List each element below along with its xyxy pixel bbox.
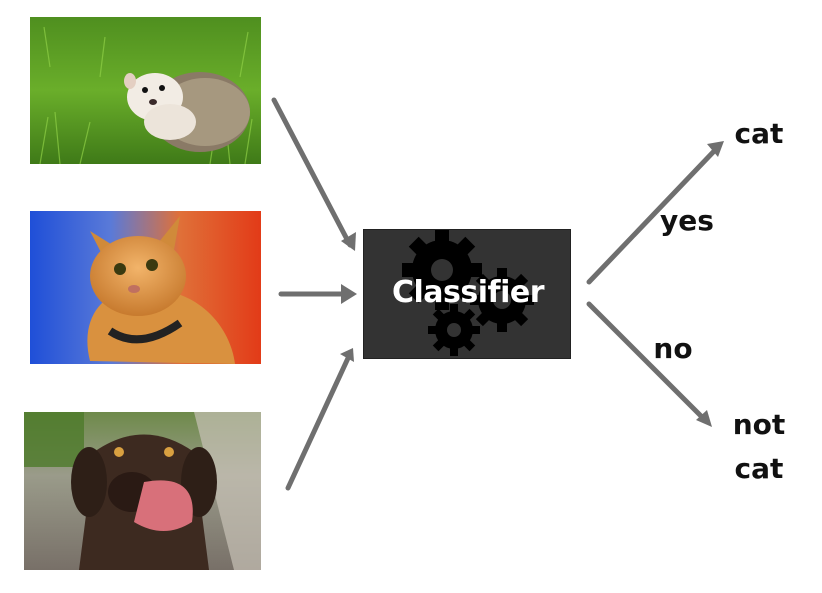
arrow-dog-to-classifier	[285, 353, 352, 491]
output-not-cat-line-1: not	[732, 408, 786, 441]
edge-yes-label: yes	[660, 204, 714, 237]
classifier-box: Classifier	[363, 229, 571, 359]
edge-no-label: no	[653, 332, 693, 365]
output-not-cat-line-2: cat	[734, 452, 784, 485]
gears-icon	[402, 230, 534, 356]
output-cat-label: cat	[734, 117, 784, 150]
arrowhead	[341, 284, 357, 304]
arrowhead	[341, 232, 356, 251]
output-not-cat-label: not cat	[710, 403, 808, 491]
arrow-hedgehog-to-classifier	[271, 97, 353, 248]
hedgehog-photo	[30, 17, 261, 164]
cat-photo	[30, 211, 261, 364]
arrowhead	[340, 348, 354, 362]
dog-photo	[24, 412, 261, 570]
classifier-label: Classifier	[391, 275, 545, 310]
